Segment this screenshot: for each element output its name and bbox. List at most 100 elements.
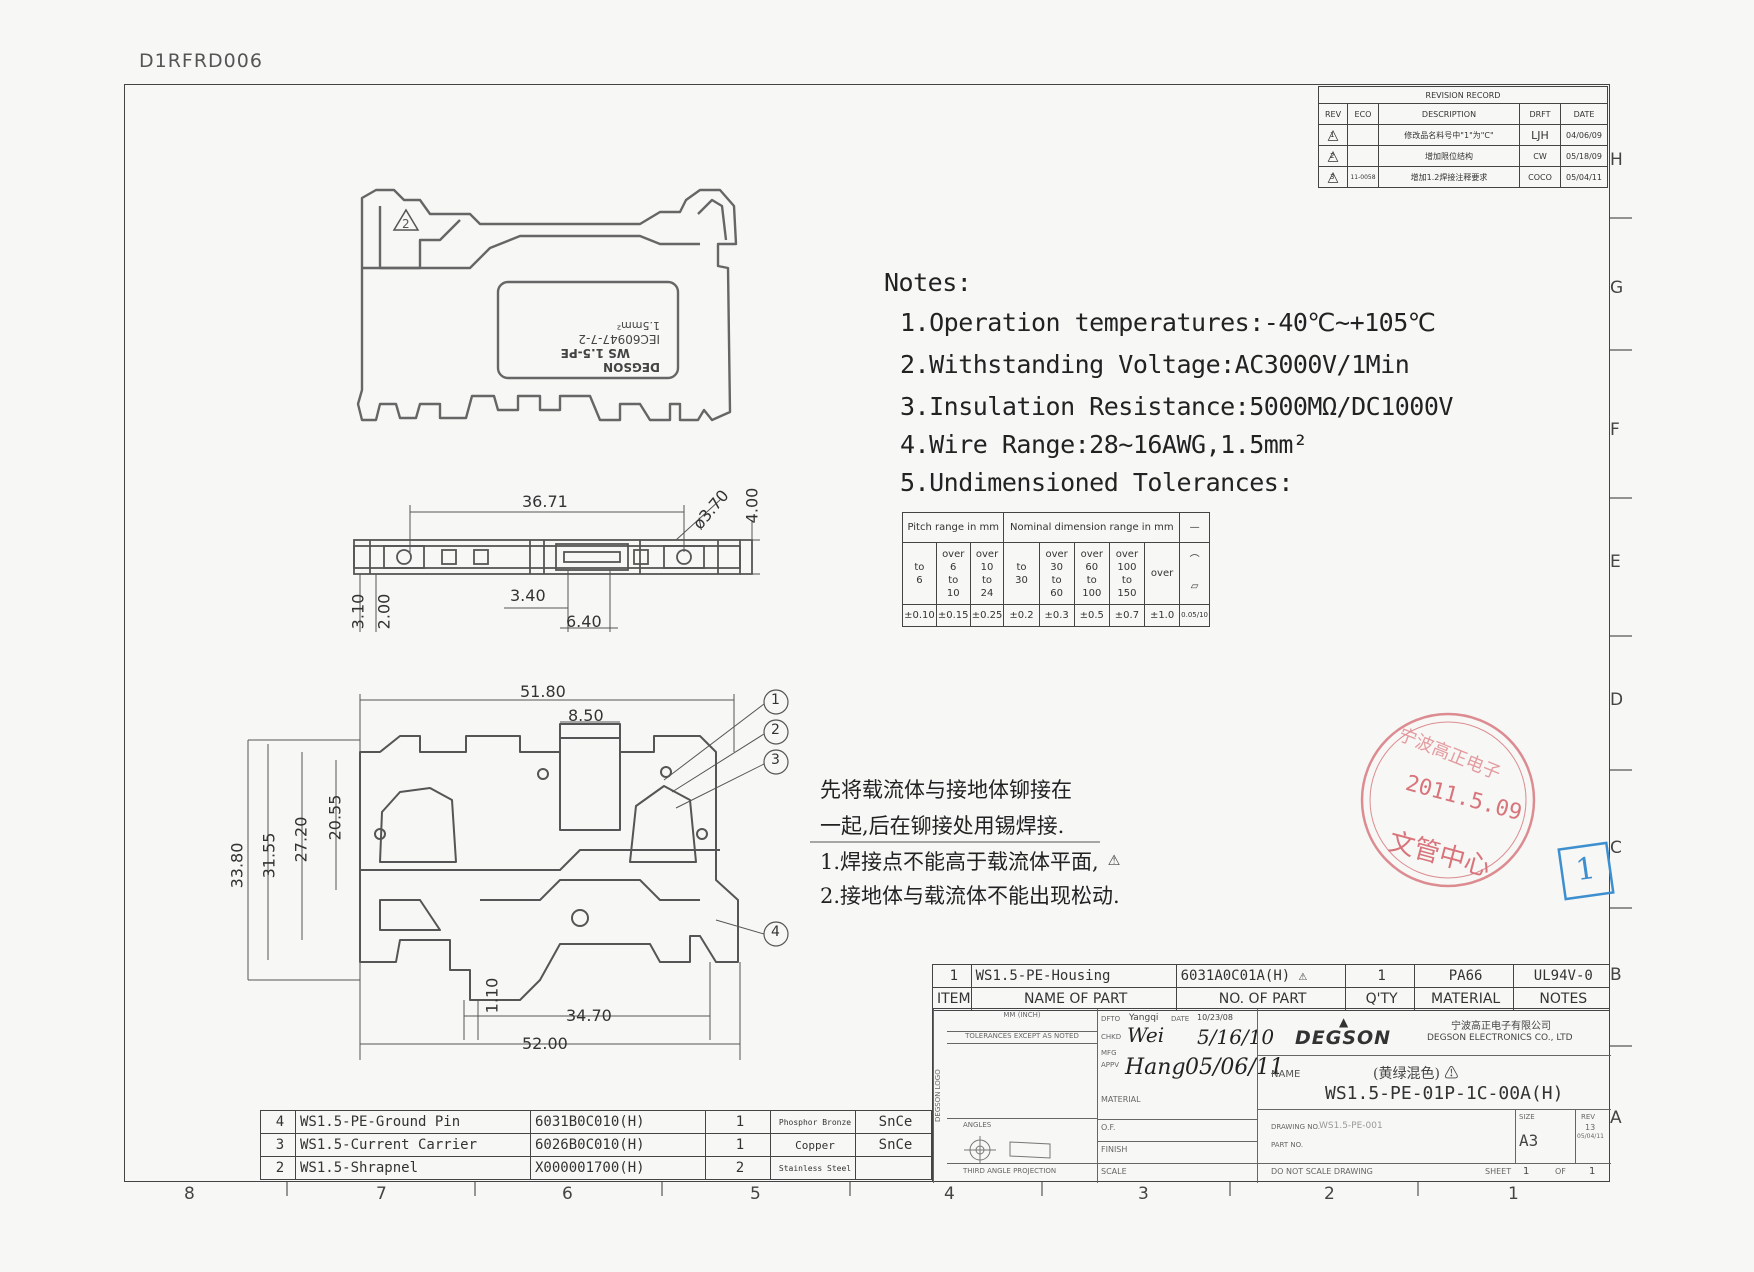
rev-cell: 修改品名料号中"1"为"C" [1378,124,1520,146]
dim-34-70: 34.70 [566,1006,612,1025]
parts-header-number: NO. OF PART [1175,987,1346,1011]
warning-triangle-icon: △ [1327,148,1339,164]
zone-number: 5 [750,1184,761,1204]
tb-logo-icon: ▲ [1339,1015,1349,1029]
tb-side-label: DEGSON LOGO [933,1009,947,1183]
part-qty: 1 [1344,964,1415,988]
dim-3-40: 3.40 [510,586,546,605]
zone-letter: H [1610,150,1623,170]
parts-row: 3 WS1.5-Current Carrier 6026B0C010(H) 1 … [260,1133,932,1157]
tol-value: ±0.15 [935,604,971,627]
dim-33-80: 33.80 [227,842,247,889]
revision-table: REVISION RECORD REV ECO DESCRIPTION DRFT… [1318,86,1608,188]
rev-header: ECO [1347,103,1379,125]
tb-finish-label: FINISH [1101,1145,1128,1154]
tol-value: ±0.5 [1073,604,1110,627]
part-label-size: 1.5mm² [616,319,660,332]
dim-4-00: 4.00 [742,487,762,524]
zone-letter: E [1610,552,1621,572]
revision-row: △3 11-0058 增加1.2焊接注释要求 COCO 05/04/11 [1318,166,1608,188]
revision-row: △1 修改品名料号中"1"为"C" LJH 04/06/09 [1318,124,1608,146]
parts-header-notes: NOTES [1512,987,1611,1011]
part-qty: 1 [705,1133,771,1157]
tb-material-label: MATERIAL [1101,1095,1141,1104]
zone-letter: D [1610,690,1624,710]
tol-value: ±0.7 [1108,604,1146,627]
rev-header: DESCRIPTION [1378,103,1520,125]
warning-triangle-icon: △ [1327,169,1339,185]
zone-letter: C [1610,838,1622,858]
tb-projection-label: THIRD ANGLE PROJECTION [963,1167,1057,1175]
revision-row: △2 增加限位结构 CW 05/18/09 [1318,145,1608,167]
dim-52-00: 52.00 [522,1034,568,1053]
rev-header: DATE [1560,103,1608,125]
cn-note-line-2: 一起,后在铆接处用锡焊接. [820,814,1065,838]
tb-of-sheet-value: 1 [1589,1166,1596,1177]
dim-31-55: 31.55 [259,832,279,879]
rev-header: REV [1318,103,1348,125]
tb-do-not-scale: DO NOT SCALE DRAWING [1271,1167,1373,1176]
dim-51-80: 51.80 [520,682,566,701]
rev-cell: LJH [1519,124,1561,146]
zone-letter: F [1610,420,1620,440]
balloon-3: 3 [771,752,780,768]
tol-header-pitch: Pitch range in mm [901,512,1005,543]
part-item: 1 [932,964,972,988]
tb-of-sheet-label: OF [1555,1167,1566,1176]
dim-36-71: 36.71 [522,492,568,511]
front-view [359,723,739,1001]
tol-value: ±0.3 [1038,604,1075,627]
part-name: WS1.5-PE-Housing [970,964,1177,988]
front-view-dimensions [247,694,741,1060]
rev-cell: 05/04/11 [1560,166,1608,188]
svg-text:2: 2 [402,217,410,231]
part-notes: SnCe [855,1110,932,1134]
tb-tolerance-grid [947,1043,1097,1119]
zone-number: 2 [1324,1184,1335,1204]
note-item-5: 5.Undimensioned Tolerances: [900,468,1293,497]
warning-triangle-icon: ⚠ [1298,968,1308,984]
tb-rev-value: 13 [1585,1123,1596,1132]
rev-header: DRFT [1519,103,1561,125]
part-qty: 1 [705,1110,771,1134]
tol-value: ±0.10 [902,604,937,627]
note-item-4: 4.Wire Range:28~16AWG,1.5mm² [900,430,1308,459]
tb-rev-label: REV [1581,1113,1596,1121]
tb-name-value: WS1.5-PE-01P-1C-00A(H) [1325,1083,1564,1104]
rev-cell: △1 [1318,124,1348,146]
part-name: WS1.5-PE-Ground Pin [295,1110,531,1134]
parts-header-qty: Q'TY [1344,987,1415,1011]
revision-title: REVISION RECORD [1318,86,1608,104]
part-number: 6031A0C01A(H) ⚠ [1175,964,1346,988]
tb-dfto-label: DFTO [1101,1015,1121,1023]
zone-number: 6 [562,1184,573,1204]
tb-appv-value: Hang [1125,1055,1186,1080]
rev-cell: 04/06/09 [1560,124,1608,146]
parts-header-item: ITEM [932,987,972,1011]
notes-title: Notes: [884,268,972,297]
rev-cell: 11-0058 [1347,166,1379,188]
tol-value: ±0.2 [1003,604,1040,627]
tb-sheet-label: SHEET [1485,1167,1512,1176]
part-number: 6031B0C010(H) [530,1110,706,1134]
tol-value: ±1.0 [1143,604,1181,627]
parts-row: 2 WS1.5-Shrapnel X000001700(H) 2 Stainle… [260,1156,932,1180]
side-view-dimensions [359,499,760,632]
tb-rev-date: 05/04/11 [1577,1133,1604,1140]
document-code: D1RFRD006 [139,50,263,72]
tol-header-nominal: Nominal dimension range in mm [1003,512,1181,543]
dim-20-55: 20.55 [325,794,345,841]
tb-size-value: A3 [1519,1131,1539,1150]
tol-range-cell: over [1143,542,1181,605]
part-item: 2 [260,1156,296,1180]
tb-name-label: NAME [1271,1069,1301,1080]
warning-triangle-icon: ⚠ [1108,846,1121,870]
tolerance-table: Pitch range in mm Nominal dimension rang… [901,512,1210,627]
tb-chkd-label: CHKD [1101,1033,1122,1041]
tb-mfg-label: MFG [1101,1049,1117,1057]
part-number: 6026B0C010(H) [530,1133,706,1157]
